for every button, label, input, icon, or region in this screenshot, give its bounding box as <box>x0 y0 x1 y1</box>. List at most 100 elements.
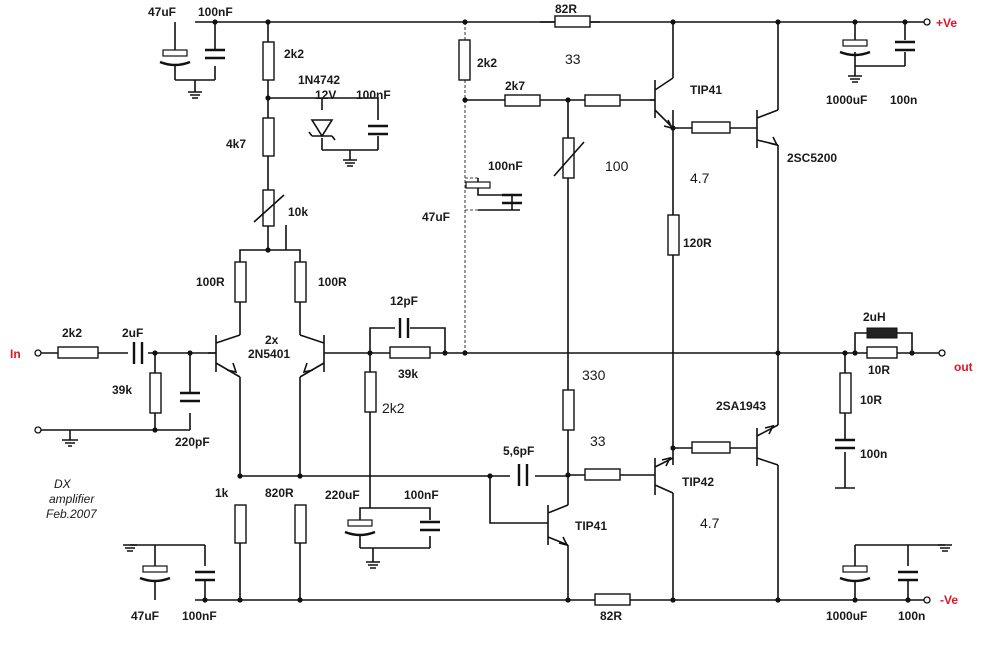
label-r82r-bottom: 82R <box>600 609 622 623</box>
transistor-2sa1943 <box>752 424 779 466</box>
transistor-arrow <box>226 362 238 374</box>
label-ltp-count: 2x <box>265 333 279 347</box>
ground-symbol <box>62 439 78 447</box>
resistor-100r-left <box>234 261 247 303</box>
resistor-4-7-top <box>691 121 731 134</box>
resistor-2k2-input <box>57 346 99 359</box>
resistor-4k7-bias <box>262 117 275 157</box>
label-r820r: 820R <box>265 486 294 500</box>
junctions <box>152 19 915 603</box>
label-r100r-right: 100R <box>318 275 347 289</box>
transistor-tip41-vas <box>533 504 569 546</box>
cap-100nf-driver <box>502 193 522 205</box>
label-tip42: TIP42 <box>682 475 714 489</box>
resistor-39k-feedback <box>389 346 431 359</box>
label-c100nf-top: 100nF <box>198 5 233 19</box>
label-r33-bottom: 33 <box>590 433 606 449</box>
cap-47uf-top-plate <box>159 60 191 67</box>
trimmer-100-arrow <box>553 141 585 177</box>
cap-47uf-bottom-plate <box>139 576 171 583</box>
transistor-arrow <box>302 362 314 374</box>
cap-220pf <box>180 391 200 403</box>
caption-line-1: DX <box>54 477 72 491</box>
label-ltp-pair: 2N5401 <box>248 347 290 361</box>
ground-symbol <box>188 91 202 99</box>
label-r330: 330 <box>582 367 606 383</box>
caption-line-2: amplifier <box>49 492 95 506</box>
label-r1k: 1k <box>215 486 229 500</box>
label-2sa1943: 2SA1943 <box>716 399 766 413</box>
ground-symbol <box>848 75 862 83</box>
cap-100nf-top <box>205 48 225 60</box>
resistor-100r-right <box>294 261 307 303</box>
pos-rail-terminal <box>923 18 931 26</box>
transistor-tip41-driver <box>650 77 674 129</box>
label-c47uf-driver: 47uF <box>422 210 450 224</box>
transistor-2n5401-left <box>208 334 241 378</box>
label-c220pf: 220pF <box>175 435 210 449</box>
label-output: out <box>954 360 973 374</box>
resistor-10r-parallel <box>866 346 898 359</box>
cap-12pf <box>398 318 410 338</box>
cap-100n-pos <box>895 40 915 52</box>
label-zener-voltage: 12V <box>315 88 336 102</box>
label-neg-rail: -Ve <box>940 593 958 607</box>
resistor-820r-tail <box>294 504 307 544</box>
output-terminal <box>938 349 946 357</box>
label-r4-7-bottom: 4.7 <box>700 515 720 531</box>
label-r10r-zobel: 10R <box>860 393 882 407</box>
cap-100nf-feedback <box>420 520 440 532</box>
label-r82r-top: 82R <box>555 2 577 16</box>
resistor-330 <box>562 389 575 431</box>
transistor-arrow <box>661 456 672 467</box>
neg-rail-terminal <box>923 596 931 604</box>
resistor-10r-zobel <box>839 372 852 414</box>
label-c100n-neg: 100n <box>898 609 925 623</box>
trimmer-100 <box>562 137 575 179</box>
cap-47uf-top <box>162 49 188 57</box>
resistor-120r <box>667 214 680 256</box>
resistor-39k-input <box>149 372 162 414</box>
label-r39k-feedback: 39k <box>398 367 418 381</box>
transistor-arrow <box>558 536 569 547</box>
label-r4-7-top: 4.7 <box>690 170 710 186</box>
label-zener: 1N4742 <box>298 73 340 87</box>
transistor-arrow <box>768 136 779 147</box>
inductor-2uh <box>866 327 898 339</box>
label-tip41-driver: TIP41 <box>690 83 722 97</box>
label-r100r-left: 100R <box>196 275 225 289</box>
transistor-2n5401-right <box>299 334 333 378</box>
transistor-arrow <box>764 424 775 435</box>
label-c5-6pf: 5,6pF <box>503 444 534 458</box>
label-c47uf-top: 47uF <box>148 5 176 19</box>
label-pos-rail: +Ve <box>936 16 957 30</box>
cap-100nf-bottom <box>195 570 215 582</box>
label-c1000uf-neg: 1000uF <box>826 609 867 623</box>
resistor-4-7-bottom <box>691 441 731 454</box>
resistor-33-bottom <box>584 468 621 481</box>
label-r10r-parallel: 10R <box>868 363 890 377</box>
resistor-2k2-bias <box>262 41 275 81</box>
label-r2k7: 2k7 <box>505 79 525 93</box>
label-c100n-pos: 100n <box>890 93 917 107</box>
label-2sc5200: 2SC5200 <box>787 151 837 165</box>
resistor-82r-top <box>554 15 591 28</box>
cap-220uf-plate <box>344 530 376 537</box>
label-r2k2-driver: 2k2 <box>477 56 497 70</box>
ground-symbol <box>123 544 137 552</box>
label-c2uf: 2uF <box>122 326 143 340</box>
label-r120r: 120R <box>683 236 712 250</box>
label-trim100: 100 <box>605 158 629 174</box>
input-terminal <box>34 349 42 357</box>
transistor-2sc5200 <box>752 109 779 148</box>
zener-diode <box>308 119 336 141</box>
label-c12pf: 12pF <box>390 294 418 308</box>
cap-1000uf-neg-plate <box>839 576 871 583</box>
cap-5-6pf <box>517 464 529 486</box>
label-c220uf: 220uF <box>325 488 360 502</box>
resistor-2k2-driver <box>458 39 471 81</box>
cap-100nf-zener <box>368 124 388 136</box>
label-c100n-zobel: 100n <box>860 447 887 461</box>
label-r2k2-bias: 2k2 <box>284 47 304 61</box>
